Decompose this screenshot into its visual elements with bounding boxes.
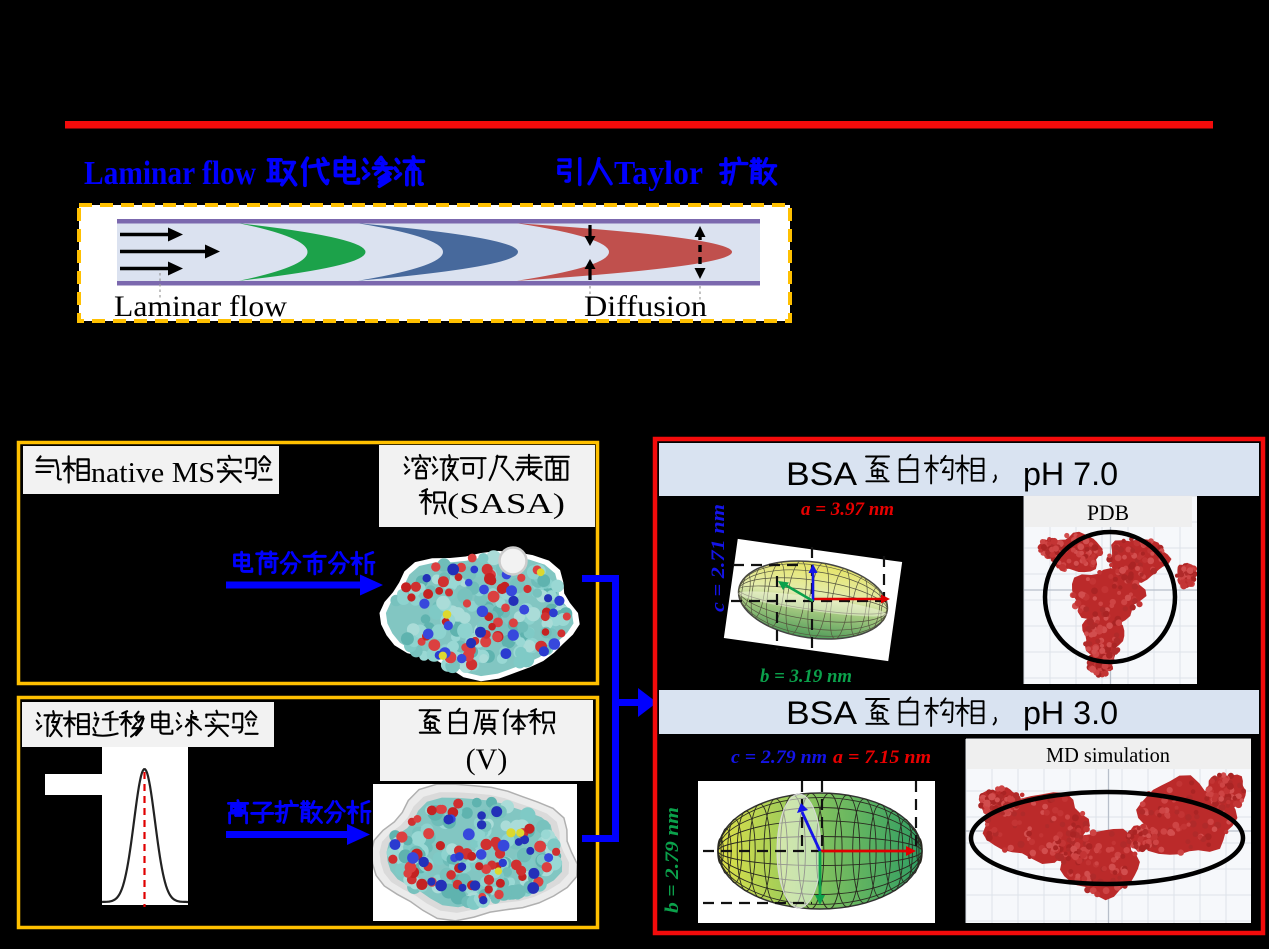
svg-text:MD simulation: MD simulation <box>1046 743 1170 767</box>
svg-text:BSA: BSA <box>786 695 858 731</box>
svg-text:native MS: native MS <box>91 457 215 489</box>
svg-text:Laminar flow: Laminar flow <box>114 290 287 323</box>
svg-text:Diffusion: Diffusion <box>584 290 707 323</box>
svg-text:pH 7.0: pH 7.0 <box>1023 456 1118 492</box>
svg-text:c = 2.71 nm: c = 2.71 nm <box>708 504 729 612</box>
svg-text:BSA: BSA <box>786 456 858 492</box>
svg-text:a = 7.15 nm: a = 7.15 nm <box>833 747 931 768</box>
svg-text:c = 2.79 nm: c = 2.79 nm <box>731 747 827 768</box>
svg-text:b = 3.19 nm: b = 3.19 nm <box>760 666 852 687</box>
svg-text:(V): (V) <box>466 743 508 776</box>
svg-text:Laminar flow: Laminar flow <box>84 155 256 192</box>
svg-text:a = 3.97 nm: a = 3.97 nm <box>801 499 894 520</box>
svg-text:b = 2.79 nm: b = 2.79 nm <box>662 807 683 913</box>
svg-text:(SASA): (SASA) <box>447 488 565 520</box>
svg-text:pH 3.0: pH 3.0 <box>1023 695 1118 731</box>
svg-text:Taylor: Taylor <box>614 155 703 192</box>
svg-text:PDB: PDB <box>1087 500 1129 525</box>
